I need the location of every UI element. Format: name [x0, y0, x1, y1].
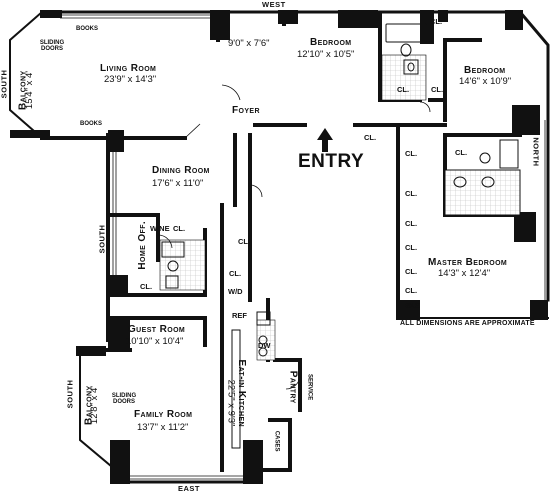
small-room-dims: 9'0" x 7'6": [228, 38, 270, 49]
compass-south-bottom: SOUTH: [65, 379, 75, 409]
compass-south-middle: SOUTH: [97, 224, 107, 254]
books-top: BOOKS: [76, 26, 99, 32]
kitchen-name: Eat-in Kitchen: [235, 359, 247, 427]
compass-south-top: SOUTH: [0, 69, 9, 99]
compass-west: WEST: [262, 0, 286, 9]
wall-blocks: [10, 10, 548, 484]
compass-east: EAST: [178, 484, 201, 493]
closet-label: CL.: [405, 286, 418, 295]
bedroom-2-dims: 14'6" x 10'9": [459, 76, 512, 87]
fixtures: [161, 23, 519, 449]
closet-label: CL.: [364, 133, 377, 142]
balcony-top-dims: 15'4" x 4': [24, 70, 36, 110]
closet-label: CL.: [405, 149, 418, 158]
door-swings: [157, 84, 431, 390]
washer-dryer-label: W/D: [228, 287, 243, 296]
refrigerator-label: REF: [232, 311, 247, 320]
tiled-areas: [159, 54, 521, 361]
bedroom-1-dims: 12'10" x 10'5": [297, 49, 355, 60]
wine-label: WINE: [150, 224, 170, 233]
books-closet-label: BKS: [404, 301, 420, 310]
living-room-dims: 23'9" x 14'3": [104, 74, 157, 85]
family-room-name: Family Room: [134, 409, 193, 420]
closet-label: CL.: [173, 224, 186, 233]
living-room-name: Living Room: [100, 63, 157, 74]
master-bedroom-dims: 14'3" x 12'4": [438, 268, 491, 279]
guest-room-name: Guest Room: [128, 324, 186, 335]
closet-label: CL.: [430, 17, 443, 26]
foyer-label: Foyer: [232, 105, 260, 116]
cases-label: CASES: [273, 430, 280, 452]
dining-room-name: Dining Room: [152, 165, 210, 176]
bedroom-2-name: Bedroom: [464, 65, 506, 76]
closet-label: CL.: [229, 269, 242, 278]
compass-north: NORTH: [531, 137, 541, 167]
entry-label: ENTRY: [298, 151, 365, 172]
closet-label: CL.: [405, 267, 418, 276]
closet-label: CL.: [405, 189, 418, 198]
service-label: SERVICE: [306, 374, 313, 401]
kitchen-dims: 22'5" x 9'3": [225, 379, 237, 427]
guest-room-dims: 10'10" x 10'4": [126, 336, 184, 347]
family-room-dims: 13'7" x 11'2": [137, 422, 189, 433]
closet-label: CL.: [397, 85, 410, 94]
entry-arrow-icon: [317, 128, 333, 152]
home-office-label: Home Off.: [137, 220, 149, 270]
master-bedroom-name: Master Bedroom: [428, 257, 508, 268]
closet-label: CL.: [431, 85, 444, 94]
sliding-doors-bottom: SLIDING DOORS: [111, 393, 137, 406]
closet-label: CL.: [140, 282, 153, 291]
dining-room-dims: 17'6" x 11'0": [152, 178, 204, 189]
closet-label: CL.: [238, 237, 251, 246]
balcony-bottom-dims: 12'8" x 4': [89, 385, 101, 425]
closet-label: CL.: [455, 148, 468, 157]
books-bottom: BOOKS: [80, 121, 103, 127]
closet-label: CL.: [405, 219, 418, 228]
bedroom-1-name: Bedroom: [310, 37, 352, 48]
pantry-label: Pantry: [287, 370, 299, 404]
sliding-doors-top: SLIDING DOORS: [39, 40, 65, 53]
closet-label: CL.: [405, 243, 418, 252]
dishwasher-label: DW: [258, 341, 271, 350]
dimensions-note: ALL DIMENSIONS ARE APPROXIMATE: [400, 320, 535, 327]
